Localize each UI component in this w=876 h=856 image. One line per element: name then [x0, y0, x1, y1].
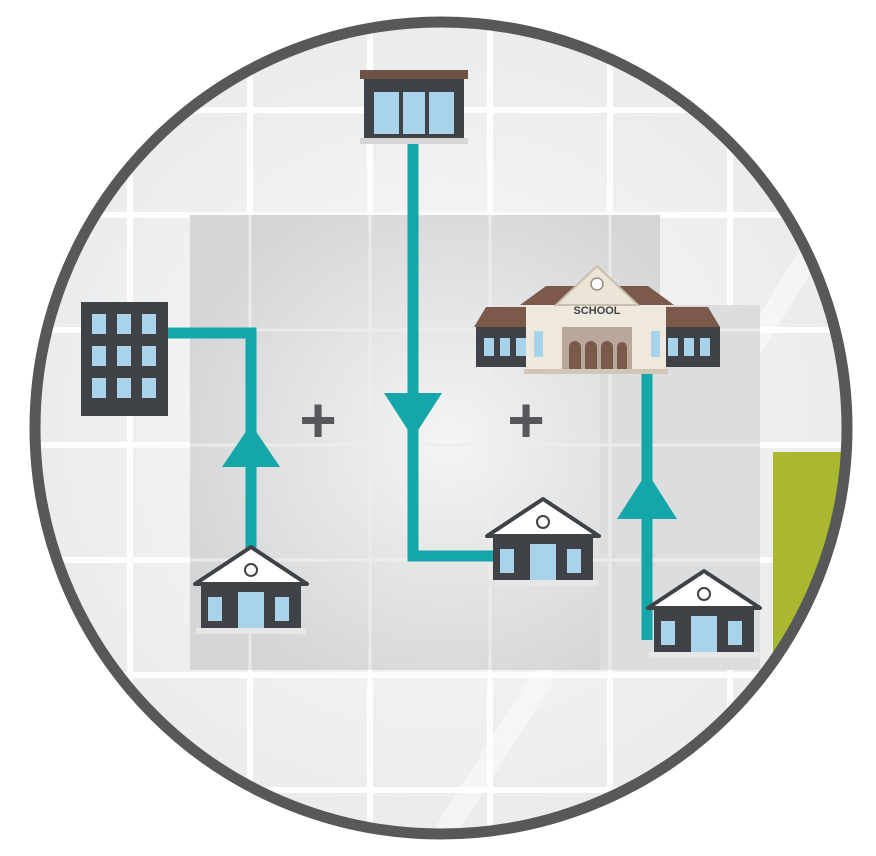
arrow-up-right [617, 472, 677, 519]
house-left-icon [193, 545, 309, 634]
house-right-icon [646, 569, 762, 658]
route-house-left-to-office [168, 327, 257, 555]
frame-ring [29, 16, 853, 840]
route-store-to-house-middle [407, 138, 495, 562]
arrow-up-left [222, 424, 280, 467]
school-sign: SCHOOL [573, 305, 620, 317]
plus-operator-right: + [507, 384, 544, 456]
arrow-down-middle [384, 393, 442, 438]
school-building-icon: SCHOOL [474, 264, 720, 374]
plus-operator-left: + [299, 384, 336, 456]
office-building-icon [81, 302, 168, 416]
store-building-icon [360, 70, 468, 144]
house-middle-icon [485, 497, 601, 586]
